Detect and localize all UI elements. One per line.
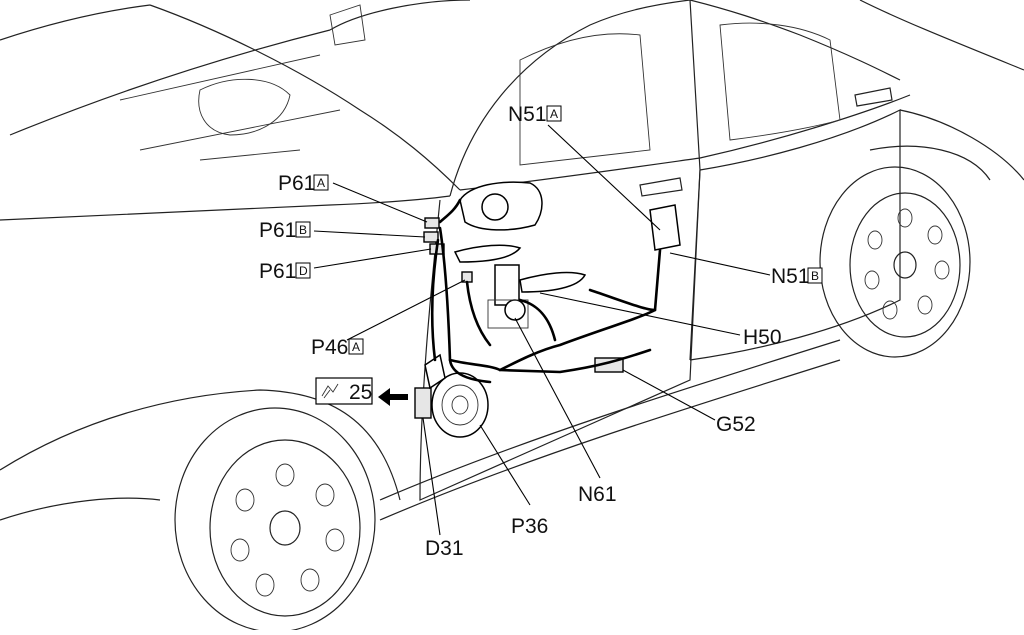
window-switch-panel [519,271,587,293]
door-lock-actuator [649,204,681,251]
callouts: P61 A P61 B P61 D N51 A N51 B H50 G52 P4… [259,103,823,560]
label-p46a-sub: A [352,340,360,354]
connector-p61a [424,217,440,229]
beltline-doors [459,94,911,191]
label-n51a-code: N51 [508,103,547,126]
mirror-interior [329,4,366,46]
sill-lower [379,359,841,521]
rear-roof-edge [859,0,1024,71]
door-components [414,181,681,438]
door-window-frame [449,0,691,197]
front-door-handle [639,177,683,197]
front-fender [0,389,401,501]
ref-number: 25 [349,381,372,404]
roof-rear [689,0,901,81]
a-pillar [149,4,461,191]
leader-lines [313,124,771,536]
roof-front [329,0,471,31]
front-bumper [0,497,161,521]
label-p61b-sub: B [299,223,307,237]
label-p61d-sub: D [299,264,308,278]
front-seat [519,33,651,166]
rear-door-outline [689,109,901,361]
hood-edge [0,4,151,41]
dashboard-lines [119,54,341,161]
label-n51a-sub: A [550,107,558,121]
connector-symbol-icon [321,383,339,399]
rear-wheel [819,166,971,358]
door-speaker [431,372,489,438]
rear-arch [869,145,991,181]
front-wheel [174,407,376,633]
label-p61d-code: P61 [259,260,296,283]
beltline-front [0,195,451,221]
label-p61a-sub: A [317,176,325,190]
label-h50: H50 [743,326,782,349]
connector-d31 [414,387,432,419]
label-p61b-code: P61 [259,219,296,242]
hood-crease [9,29,331,136]
window-motor [494,264,520,306]
label-g52: G52 [716,413,756,436]
label-n61: N61 [578,483,617,506]
label-p61a-code: P61 [278,172,315,195]
rear-seat [719,22,841,141]
label-d31: D31 [425,537,464,560]
sill-upper [379,339,841,501]
label-p36: P36 [511,515,548,538]
steering-wheel [198,78,291,136]
rear-quarter [899,109,1024,181]
label-n51b-sub: B [811,269,819,283]
arrow-left-icon [378,388,408,406]
b-pillar [689,0,701,361]
reference-box: 25 [315,377,408,406]
label-n51b-code: N51 [771,265,810,288]
label-p46a-code: P46 [311,336,348,359]
rear-door-handle [854,87,893,107]
connector-p61b [423,231,439,243]
car-body [0,0,1024,521]
tweeter-housing [453,244,522,263]
